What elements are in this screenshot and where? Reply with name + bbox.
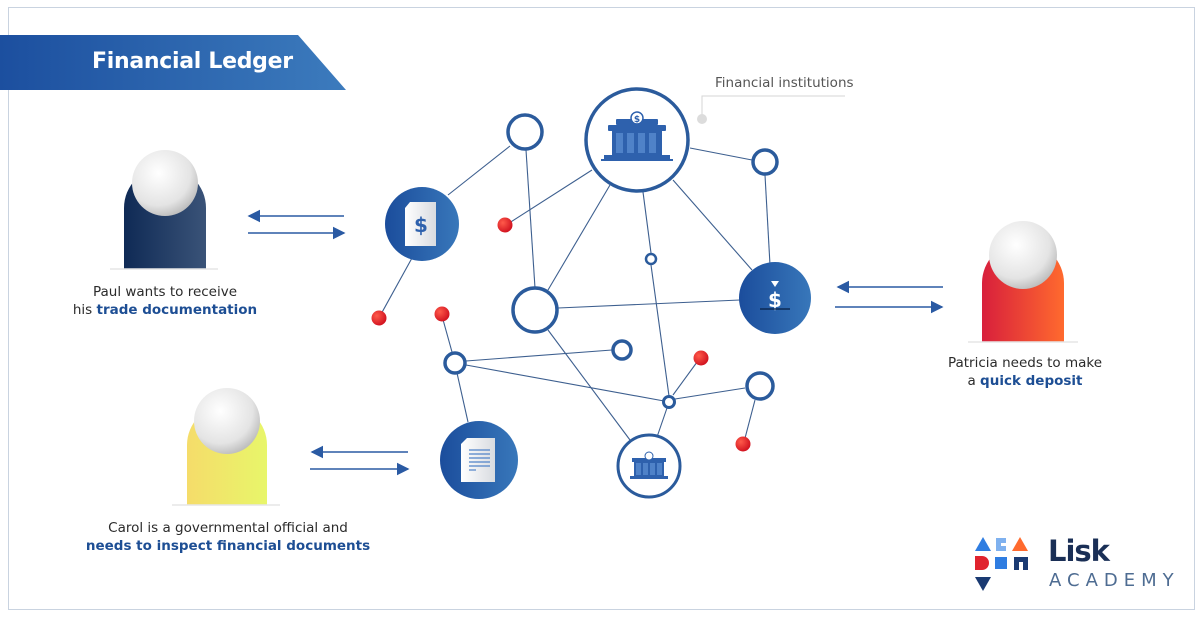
page-title: Financial Ledger [92,49,293,74]
network-links [379,145,771,443]
link [505,169,593,226]
link [743,399,756,443]
link [656,407,668,438]
avatar-patricia [968,221,1078,343]
bank-icon: $ [601,111,673,161]
exchange-arrows [247,209,944,476]
diagram-frame [8,7,1195,610]
link [547,329,631,441]
red-node [497,217,513,233]
hollow-nodes [443,113,779,409]
link [456,372,469,423]
link [689,147,753,161]
caption-bold: needs to inspect financial documents [85,538,371,554]
link [465,349,613,362]
link [672,357,701,396]
title-banner [0,35,348,90]
caption-carol: Carol is a governmental official and nee… [78,519,378,555]
node [511,286,559,334]
svg-text:$: $ [768,288,782,312]
caption-prefix: his [72,302,97,318]
caption-patricia: Patricia needs to make a quick deposit [920,354,1130,390]
node [662,395,676,409]
avatar-head [132,150,198,216]
trade-document-node: $ [385,187,459,261]
link [525,149,536,289]
financial-document-node [440,421,518,499]
caption-line: Carol is a governmental official and [108,520,348,536]
link [764,174,771,266]
avatar-head [194,388,260,454]
node [611,339,633,361]
avatar-paul [110,150,218,270]
link [441,315,453,353]
link [674,387,746,400]
bank-main-node: $ [584,87,690,193]
caption-bold: trade documentation [96,302,258,318]
link [672,179,753,271]
deposit-node: $ [739,262,811,334]
svg-text:$: $ [414,213,428,237]
caption-bold: quick deposit [980,373,1083,389]
red-node [434,306,450,322]
caption-paul: Paul wants to receive his trade document… [60,283,270,319]
logo-subtitle: ACADEMY [1049,570,1180,591]
link [557,299,741,309]
node [506,113,544,151]
lisk-logo-mark [975,537,1028,591]
annotation-dot [697,114,707,124]
node [443,351,467,375]
dollar-deposit-icon: $ [760,281,790,312]
link [447,145,511,196]
text-document-icon [461,438,495,482]
avatar-carol [172,388,280,506]
financial-institutions-label: Financial institutions [715,75,854,91]
node [751,148,779,176]
red-node [735,436,751,452]
link [650,264,670,397]
caption-line: Paul wants to receive [92,284,238,300]
dollar-document-icon: $ [405,202,436,246]
svg-text:$: $ [634,115,640,125]
bank-icon [630,451,668,479]
link [465,364,665,402]
link [379,257,413,317]
red-nodes [371,217,751,452]
caption-prefix: a [967,373,981,389]
institution-annotation [697,95,845,124]
link [547,184,611,291]
caption-line: Patricia needs to make [947,355,1103,371]
node [745,371,775,401]
banner-shape [0,35,346,90]
bank-small-node [616,433,682,499]
node [644,252,658,266]
link [642,191,652,254]
logo-name: Lisk [1048,534,1110,568]
red-node [693,350,709,366]
red-node [371,310,387,326]
avatar-head [989,221,1057,289]
